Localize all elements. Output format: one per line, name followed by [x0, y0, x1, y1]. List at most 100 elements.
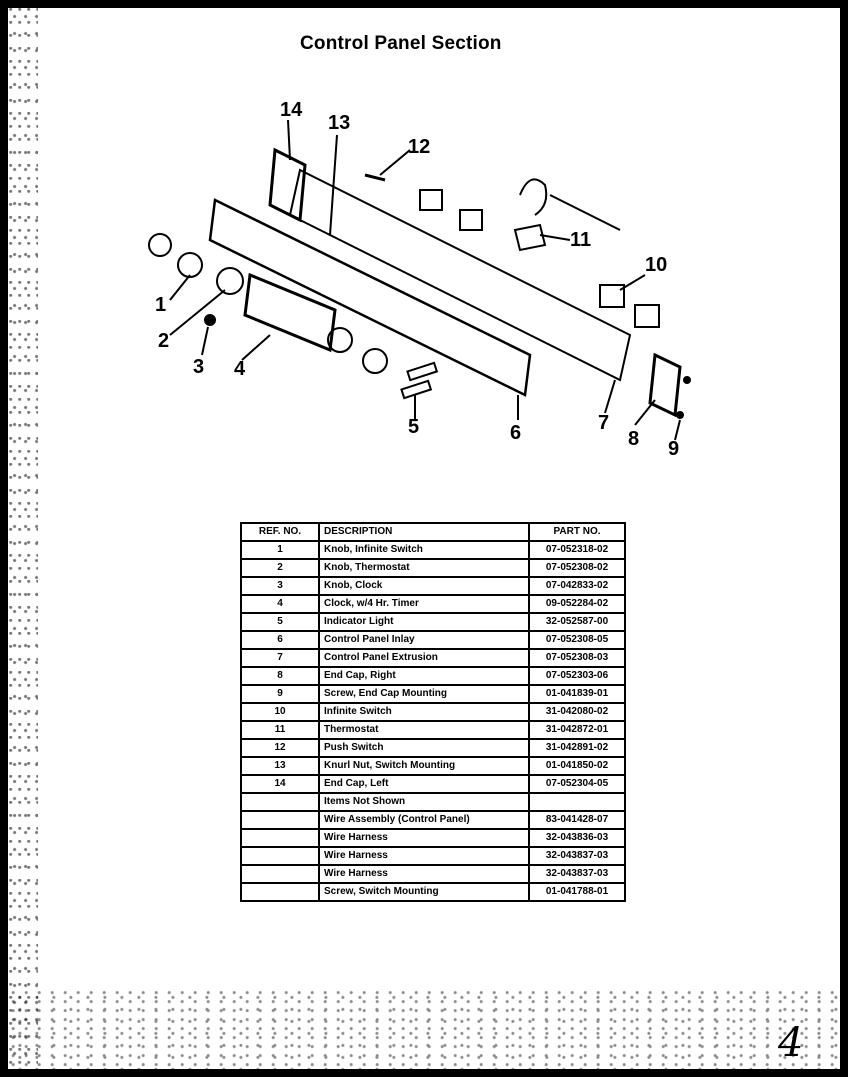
table-header-row: REF. NO. DESCRIPTION PART NO.: [240, 522, 626, 542]
callout-11: 11: [570, 229, 592, 251]
ref-cell: [240, 828, 320, 848]
description-cell: Control Panel Inlay: [318, 630, 530, 650]
ref-cell: 11: [240, 720, 320, 740]
ref-cell: 9: [240, 684, 320, 704]
part-cell: 07-042833-02: [528, 576, 626, 596]
description-cell: End Cap, Left: [318, 774, 530, 794]
ref-cell: 8: [240, 666, 320, 686]
part-cell: 07-052308-02: [528, 558, 626, 578]
description-cell: Knurl Nut, Switch Mounting: [318, 756, 530, 776]
callout-4: 4: [234, 358, 246, 380]
description-cell: Wire Assembly (Control Panel): [318, 810, 530, 830]
part-cell: 32-043836-03: [528, 828, 626, 848]
ref-cell: 4: [240, 594, 320, 614]
push-switch-2: [459, 209, 483, 231]
description-cell: Screw, Switch Mounting: [318, 882, 530, 902]
description-cell: Clock, w/4 Hr. Timer: [318, 594, 530, 614]
callout-12: 12: [408, 136, 431, 158]
part-cell: 07-052308-05: [528, 630, 626, 650]
scan-noise-left: [8, 8, 38, 1069]
exploded-diagram: 14 13 12 11 10 1 2 3 4 5 6 7 8 9: [130, 95, 710, 465]
end-cap-right: [648, 352, 682, 418]
callout-10: 10: [645, 254, 668, 276]
ref-cell: [240, 792, 320, 812]
ref-cell: [240, 864, 320, 884]
part-cell: 07-052304-05: [528, 774, 626, 794]
part-cell: 07-052308-03: [528, 648, 626, 668]
description-cell: Knob, Thermostat: [318, 558, 530, 578]
ref-cell: 14: [240, 774, 320, 794]
callout-6: 6: [510, 422, 522, 444]
ref-cell: 2: [240, 558, 320, 578]
description-cell: Knob, Infinite Switch: [318, 540, 530, 560]
part-cell: 31-042080-02: [528, 702, 626, 722]
ref-cell: 3: [240, 576, 320, 596]
description-cell: End Cap, Right: [318, 666, 530, 686]
description-cell: Control Panel Extrusion: [318, 648, 530, 668]
push-switch-screw: [364, 173, 386, 182]
callout-3: 3: [193, 356, 205, 378]
knob-5: [362, 348, 388, 374]
knob-thermostat: [216, 267, 244, 295]
description-cell: Knob, Clock: [318, 576, 530, 596]
table-row: Items Not Shown: [240, 792, 626, 812]
callout-14: 14: [280, 99, 303, 121]
infinite-switch-2: [634, 304, 660, 328]
indicator-light-2: [400, 379, 433, 400]
description-cell: Wire Harness: [318, 846, 530, 866]
description-cell: Indicator Light: [318, 612, 530, 632]
ref-cell: 1: [240, 540, 320, 560]
part-cell: 31-042891-02: [528, 738, 626, 758]
part-cell: 01-041850-02: [528, 756, 626, 776]
ref-cell: [240, 810, 320, 830]
part-cell: 01-041788-01: [528, 882, 626, 902]
part-cell: 09-052284-02: [528, 594, 626, 614]
knob-infinite-switch: [177, 252, 203, 278]
thermostat: [513, 178, 548, 252]
control-panel-extrusion: [288, 168, 632, 382]
indicator-light-1: [406, 361, 439, 382]
end-cap-left: [268, 147, 307, 223]
ref-cell: [240, 846, 320, 866]
ref-cell: 5: [240, 612, 320, 632]
part-cell: 83-041428-07: [528, 810, 626, 830]
infinite-switch-1: [599, 284, 625, 308]
header-ref-no: REF. NO.: [240, 522, 320, 542]
description-cell: Wire Harness: [318, 828, 530, 848]
part-cell: 32-052587-00: [528, 612, 626, 632]
page-number: 4: [778, 1020, 804, 1066]
part-cell: 07-052303-06: [528, 666, 626, 686]
description-cell: Infinite Switch: [318, 702, 530, 722]
description-cell: Screw, End Cap Mounting: [318, 684, 530, 704]
header-description: DESCRIPTION: [318, 522, 530, 542]
header-part-no: PART NO.: [528, 522, 626, 542]
control-panel-drawing: [148, 119, 691, 441]
part-cell: 32-043837-03: [528, 864, 626, 884]
end-cap-screw-2: [676, 411, 684, 419]
scan-noise-bottom: [8, 989, 840, 1069]
ref-cell: 13: [240, 756, 320, 776]
callout-1: 1: [155, 294, 167, 316]
callout-2: 2: [158, 330, 170, 352]
ref-cell: 10: [240, 702, 320, 722]
part-cell: 31-042872-01: [528, 720, 626, 740]
knob-1: [148, 233, 172, 257]
end-cap-screw-1: [683, 376, 691, 384]
